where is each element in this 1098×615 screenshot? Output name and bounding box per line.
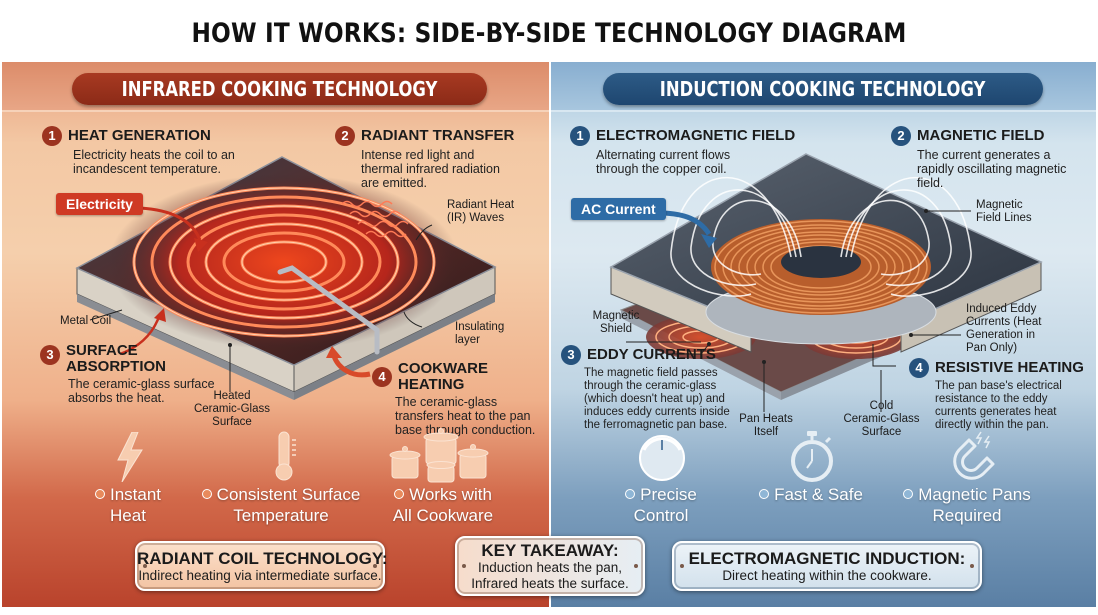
control-knob-icon — [639, 435, 685, 481]
step-number-badge: 1 — [570, 126, 590, 146]
lightning-bolt-icon — [117, 432, 143, 482]
step-number-badge: 1 — [42, 126, 62, 146]
cookware-pots-icon — [389, 428, 489, 483]
infrared-step-4: 4 COOKWARE HEATING The ceramic-glass tra… — [372, 361, 549, 437]
bullet-dot — [903, 489, 914, 499]
bullet-dot — [394, 489, 405, 499]
step-number-badge: 4 — [909, 358, 929, 378]
step-number-badge: 3 — [561, 345, 581, 365]
radiant-heat-waves-callout: Radiant Heat (IR) Waves — [447, 199, 515, 224]
step-title: RADIANT TRANSFER — [361, 127, 515, 144]
magnetic-field-lines-callout: Magnetic Field Lines — [976, 199, 1032, 224]
ac-current-tag: AC Current — [571, 198, 666, 220]
step-title: SURFACE ABSORPTION — [66, 342, 167, 375]
electromagnetic-induction-summary-plaque: ELECTROMAGNETIC INDUCTION: Direct heatin… — [672, 541, 982, 591]
induction-step-2: 2 MAGNETIC FIELD The current generates a… — [891, 126, 1066, 190]
induced-eddy-currents-callout: Induced Eddy Currents (Heat Generation i… — [966, 303, 1042, 354]
step-title: ELECTROMAGNETIC FIELD — [596, 127, 796, 144]
step-title: RESISTIVE HEATING — [935, 359, 1084, 376]
step-title: EDDY CURRENTS — [587, 346, 716, 363]
infrared-step-1: 1 HEAT GENERATION Electricity heats the … — [42, 126, 235, 176]
pan-heats-itself-callout: Pan Heats Itself — [739, 413, 793, 438]
bullet-dot — [94, 489, 105, 499]
step-number-badge: 4 — [372, 367, 392, 387]
bullet-dot — [625, 489, 636, 499]
infrared-features: Instant Heat Consistent Surface Temperat… — [2, 428, 549, 530]
insulating-layer-callout: Insulating layer — [455, 321, 505, 346]
infrared-panel: INFRARED COOKING TECHNOLOGY — [2, 62, 549, 607]
step-number-badge: 2 — [335, 126, 355, 146]
magnetic-shield-callout: Magnetic Shield — [592, 310, 640, 335]
radiant-coil-summary-plaque: RADIANT COIL TECHNOLOGY: Indirect heatin… — [135, 541, 388, 591]
induction-step-4: 4 RESISTIVE HEATING The pan base's elect… — [909, 358, 1084, 432]
induction-panel: INDUCTION COOKING TECHNOLOGY — [551, 62, 1096, 607]
thermometer-icon — [275, 431, 296, 481]
metal-coil-callout: Metal Coil — [60, 315, 112, 327]
induction-panel-title: INDUCTION COOKING TECHNOLOGY — [603, 73, 1043, 105]
bullet-dot — [201, 489, 212, 499]
infrared-step-3: 3 SURFACE ABSORPTION The ceramic-glass s… — [40, 343, 215, 405]
induction-step-1: 1 ELECTROMAGNETIC FIELD Alternating curr… — [570, 126, 795, 176]
step-title: MAGNETIC FIELD — [917, 127, 1045, 144]
cold-surface-callout: Cold Ceramic-Glass Surface — [843, 400, 920, 438]
induction-step-3: 3 EDDY CURRENTS The magnetic field passe… — [561, 345, 730, 432]
infrared-cooktop-diagram — [75, 156, 497, 400]
key-takeaway-plaque: KEY TAKEAWAY: Induction heats the pan, I… — [455, 536, 645, 596]
heated-surface-callout: Heated Ceramic-Glass Surface — [193, 390, 271, 428]
electricity-tag: Electricity — [56, 193, 143, 215]
page-title: HOW IT WORKS: SIDE-BY-SIDE TECHNOLOGY DI… — [191, 18, 907, 49]
step-title: HEAT GENERATION — [68, 127, 211, 144]
step-number-badge: 3 — [40, 345, 60, 365]
step-title: COOKWARE HEATING — [398, 360, 488, 393]
induction-cooktop-diagram — [609, 153, 1043, 412]
stopwatch-icon — [791, 431, 833, 482]
step-number-badge: 2 — [891, 126, 911, 146]
magnet-icon — [953, 431, 995, 480]
induction-features: Precise Control Fast & Safe — [551, 430, 1096, 530]
bullet-dot — [759, 489, 770, 499]
infrared-step-2: 2 RADIANT TRANSFER Intense red light and… — [335, 126, 514, 190]
infrared-panel-title: INFRARED COOKING TECHNOLOGY — [72, 73, 487, 105]
